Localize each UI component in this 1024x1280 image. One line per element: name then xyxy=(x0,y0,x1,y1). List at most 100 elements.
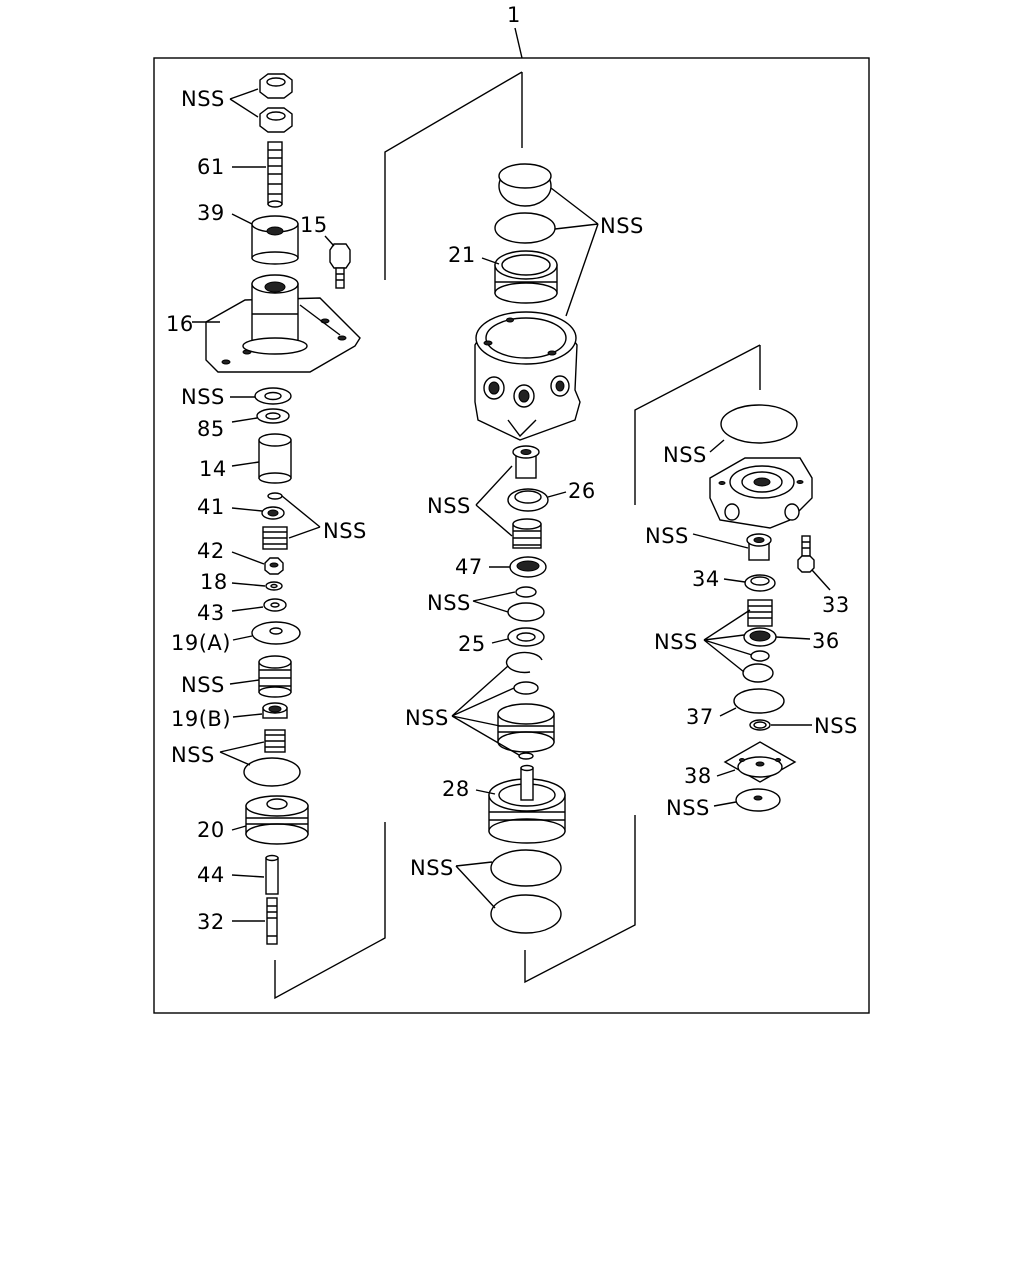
leader-34 xyxy=(723,578,746,583)
part-38-cover xyxy=(723,741,797,783)
leader-36 xyxy=(775,636,811,640)
spring-nss-mid xyxy=(258,655,292,698)
leader-19a xyxy=(232,635,253,641)
part-25-washer xyxy=(507,627,545,647)
label-nss-low: NSS xyxy=(171,743,215,767)
leader-26 xyxy=(547,491,567,498)
part-19a-disc xyxy=(251,621,301,645)
disc-nss-right-top xyxy=(720,404,798,444)
label-61: 61 xyxy=(197,155,225,179)
part-39-spacer xyxy=(251,215,299,265)
label-36: 36 xyxy=(812,629,840,653)
label-nss-center-b: NSS xyxy=(427,591,471,615)
label-nss-right-c: NSS xyxy=(654,630,698,654)
discs-nss-bottom xyxy=(490,849,562,934)
label-37: 37 xyxy=(686,705,714,729)
leader-nss-center-b xyxy=(472,591,516,613)
leader-15 xyxy=(324,235,335,247)
leader-43 xyxy=(231,606,264,612)
leader-nss-spring xyxy=(281,495,321,539)
label-32: 32 xyxy=(197,910,225,934)
leader-nss-center-c xyxy=(451,665,520,756)
leader-16-b xyxy=(299,304,341,336)
leader-42 xyxy=(231,551,265,565)
part-42-nut xyxy=(264,557,284,575)
label-20: 20 xyxy=(197,818,225,842)
leader-37 xyxy=(719,707,737,717)
spring-nss-low xyxy=(264,729,286,753)
label-26: 26 xyxy=(568,479,596,503)
leader-nss-center-a xyxy=(475,465,513,537)
spring-nss-left xyxy=(262,526,288,550)
leader-21 xyxy=(481,257,500,265)
leader-85 xyxy=(231,417,258,423)
discs-nss-right xyxy=(742,650,774,683)
spring-nss-center xyxy=(512,518,542,549)
label-42: 42 xyxy=(197,539,225,563)
leader-nss-right-a xyxy=(709,439,725,453)
disc-nss-top xyxy=(494,212,556,244)
leader-nss-right-c xyxy=(703,609,753,673)
part-44-pin xyxy=(265,854,279,895)
label-nss-right-e: NSS xyxy=(666,796,710,820)
part-85-washer xyxy=(256,408,290,424)
label-nss-center-a: NSS xyxy=(427,494,471,518)
label-44: 44 xyxy=(197,863,225,887)
leader-38 xyxy=(716,769,736,777)
washer-nss-a xyxy=(254,387,292,405)
leader-39 xyxy=(231,213,253,225)
label-nss-right-a: NSS xyxy=(663,443,707,467)
part-28-piston xyxy=(488,764,566,844)
label-nss-spring-mid: NSS xyxy=(181,673,225,697)
label-19b: 19(B) xyxy=(171,707,231,731)
label-43: 43 xyxy=(197,601,225,625)
oring-41-group xyxy=(261,492,285,520)
label-47: 47 xyxy=(455,555,483,579)
leader-nss-nuts xyxy=(229,88,259,118)
center-plunger-nss xyxy=(512,445,540,479)
leader-44 xyxy=(231,874,265,878)
leader-28 xyxy=(475,789,496,795)
label-nss-washer: NSS xyxy=(181,385,225,409)
label-21: 21 xyxy=(448,243,476,267)
leader-nss-right-b xyxy=(692,533,749,549)
ring-nss-top xyxy=(498,163,552,207)
label-nss-spring: NSS xyxy=(323,519,367,543)
spring-nss-right xyxy=(747,599,773,627)
piston-ring-nss xyxy=(497,703,555,753)
leader-nss-body xyxy=(550,187,599,317)
label-15: 15 xyxy=(300,213,328,237)
part-61-stud xyxy=(267,141,283,208)
nut-pair xyxy=(259,73,293,133)
part-32-pin xyxy=(266,897,278,945)
part-43-washer xyxy=(263,598,287,612)
part-26-cup xyxy=(507,488,549,512)
discs-nss-center xyxy=(507,586,545,622)
leader-nss-right-e xyxy=(713,801,737,807)
label-85: 85 xyxy=(197,417,225,441)
part-21-ring xyxy=(494,250,558,304)
part-16-housing xyxy=(205,274,361,373)
leader-nss-spring-mid xyxy=(229,679,260,685)
part-37-disc xyxy=(733,688,785,714)
label-18: 18 xyxy=(200,570,228,594)
leader-41 xyxy=(231,507,263,512)
diaphragm-nss-left xyxy=(243,757,301,787)
label-33: 33 xyxy=(822,593,850,617)
center-lines xyxy=(274,71,761,1000)
label-41: 41 xyxy=(197,495,225,519)
label-nss-body: NSS xyxy=(600,214,644,238)
part-cover-body xyxy=(709,457,813,529)
plunger-nss-right xyxy=(746,533,772,561)
part-14-cylinder xyxy=(258,433,292,484)
part-15-bolt xyxy=(329,243,351,289)
label-38: 38 xyxy=(684,764,712,788)
label-28: 28 xyxy=(442,777,470,801)
small-disc-nss xyxy=(518,752,534,760)
label-nss-right-d: NSS xyxy=(814,714,858,738)
label-nss-nuts: NSS xyxy=(181,87,225,111)
leader-nss-center-d xyxy=(455,861,496,909)
oring-nss-right xyxy=(749,719,771,731)
label-nss-center-c: NSS xyxy=(405,706,449,730)
